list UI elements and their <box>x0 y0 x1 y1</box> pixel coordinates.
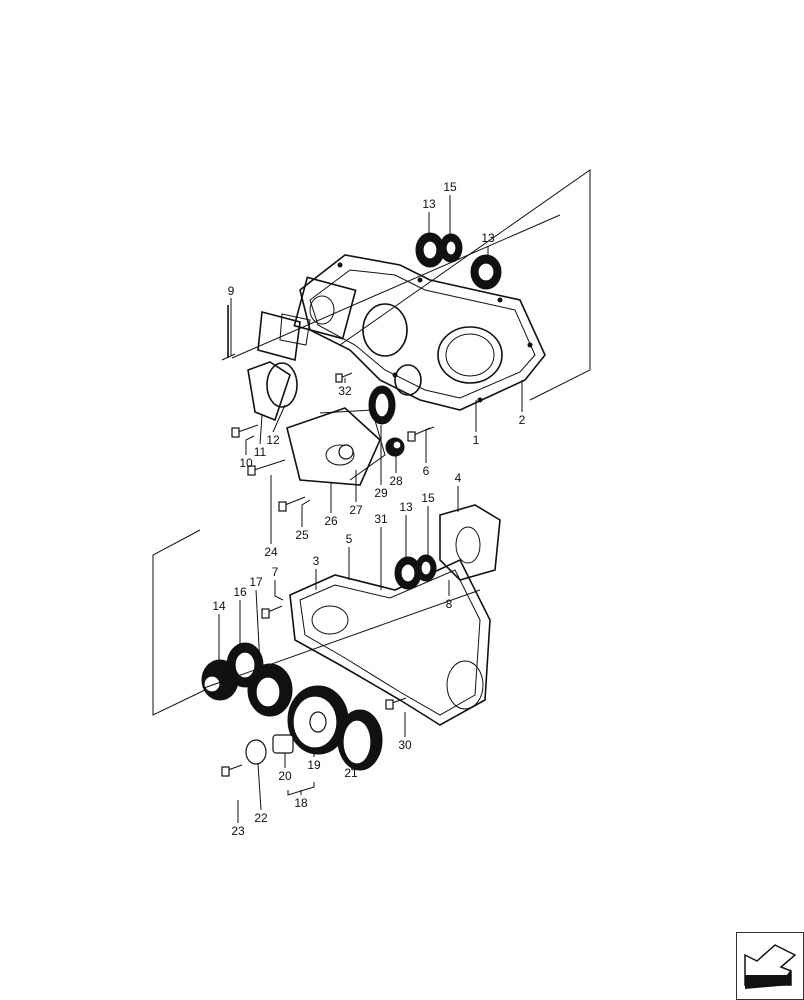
callout-13: 13 <box>422 197 436 211</box>
callout-10: 10 <box>239 456 253 470</box>
callout-12: 12 <box>266 433 280 447</box>
previous-page-arrow-icon[interactable] <box>736 932 804 1000</box>
callout-9: 9 <box>227 284 235 298</box>
callout-13: 13 <box>481 231 495 245</box>
callout-21: 21 <box>344 766 358 780</box>
callout-22: 22 <box>254 811 268 825</box>
callout-30: 30 <box>398 738 412 752</box>
callout-29: 29 <box>374 486 388 500</box>
callout-2: 2 <box>518 413 526 427</box>
callout-31: 31 <box>374 512 388 526</box>
callout-19: 19 <box>307 758 321 772</box>
callout-28: 28 <box>389 474 403 488</box>
callout-15: 15 <box>421 491 435 505</box>
callout-15: 15 <box>443 180 457 194</box>
callout-13: 13 <box>399 500 413 514</box>
callout-3: 3 <box>312 554 320 568</box>
callout-26: 26 <box>324 514 338 528</box>
callout-18: 18 <box>294 796 308 810</box>
callout-14: 14 <box>212 599 226 613</box>
callout-27: 27 <box>349 503 363 517</box>
callout-16: 16 <box>233 585 247 599</box>
callout-6: 6 <box>422 464 430 478</box>
callout-20: 20 <box>278 769 292 783</box>
callout-5: 5 <box>345 532 353 546</box>
callout-25: 25 <box>295 528 309 542</box>
front-housing <box>299 254 546 411</box>
callout-32: 32 <box>338 384 352 398</box>
callout-17: 17 <box>249 575 263 589</box>
callout-24: 24 <box>264 545 278 559</box>
callout-11: 11 <box>253 445 267 459</box>
callout-23: 23 <box>231 824 245 838</box>
callout-4: 4 <box>454 471 462 485</box>
callout-8: 8 <box>445 597 453 611</box>
callout-7: 7 <box>271 565 279 579</box>
callout-1: 1 <box>472 433 480 447</box>
